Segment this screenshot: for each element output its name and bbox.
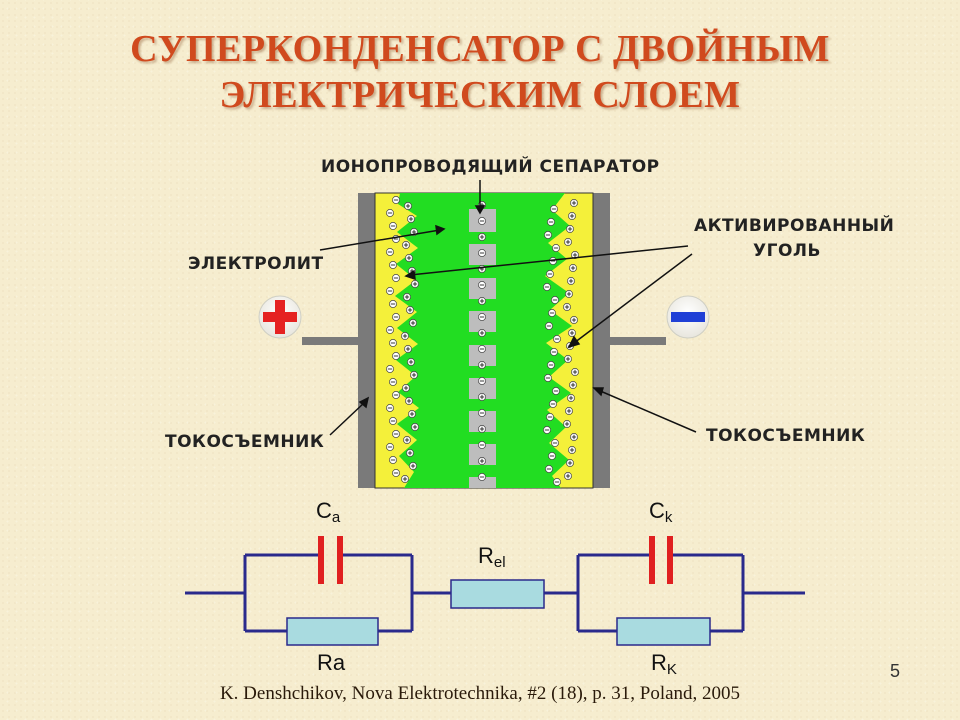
label-activated-carbon-2: УГОЛЬ (753, 241, 821, 261)
label-electrolyte: ЭЛЕКТРОЛИТ (188, 254, 324, 274)
positive-terminal (258, 295, 302, 339)
label-ca: Ca (316, 498, 341, 526)
negative-terminal (666, 295, 710, 339)
label-activated-carbon-1: АКТИВИРОВАННЫЙ (694, 216, 895, 236)
resistor-rk (616, 617, 711, 646)
right-lead (610, 337, 666, 345)
circuit-wires (185, 553, 805, 633)
ions (386, 196, 579, 486)
label-collector-left: ТОКОСЪЕМНИК (165, 432, 325, 452)
citation-footer: K. Denshchikov, Nova Elektrotechnika, #2… (219, 683, 741, 704)
electrolyte-region (395, 193, 572, 488)
label-ck: Ck (649, 498, 673, 526)
resistor-ra (286, 617, 379, 646)
title-line-1: СУПЕРКОНДЕНСАТОР С ДВОЙНЫМ (130, 28, 830, 70)
capacitor-ck (649, 536, 673, 584)
label-collector-right: ТОКОСЪЕМНИК (706, 426, 866, 446)
label-rel: Rel (478, 543, 506, 571)
label-rk: RK (651, 650, 677, 678)
label-ra: Ra (317, 650, 346, 675)
capacitor-ca (318, 536, 343, 584)
right-collector (593, 193, 610, 488)
page-number: 5 (890, 661, 901, 681)
resistor-rel (450, 579, 545, 609)
left-collector (358, 193, 375, 488)
label-separator: ИОНОПРОВОДЯЩИЙ СЕПАРАТОР (321, 157, 660, 177)
left-lead (302, 337, 358, 345)
title-line-2: ЭЛЕКТРИЧЕСКИМ СЛОЕМ (219, 74, 741, 116)
pointer-lines (319, 180, 697, 436)
